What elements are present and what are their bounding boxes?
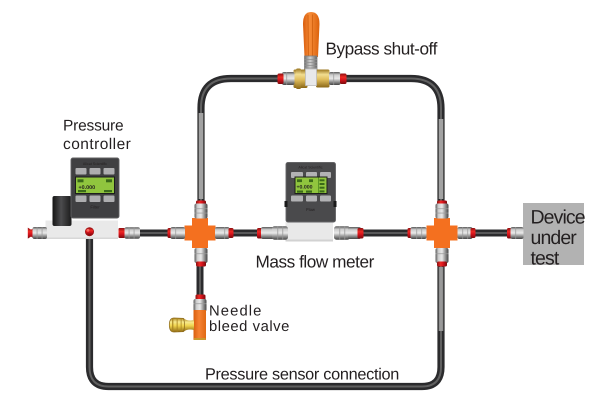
svg-text:Needle: Needle [209,303,263,319]
svg-text:Filter: Filter [90,205,100,210]
svg-text:Bypass shut-off: Bypass shut-off [326,39,438,59]
svg-text:+0.000: +0.000 [297,185,313,191]
svg-text:under: under [531,227,578,249]
svg-text:Pressure sensor connection: Pressure sensor connection [205,366,399,384]
svg-text:Alicat Scientific: Alicat Scientific [298,166,322,170]
svg-text:+0.000: +0.000 [79,185,96,191]
svg-text:Flow: Flow [306,207,316,212]
svg-text:test: test [531,248,560,270]
svg-text:bleed valve: bleed valve [209,319,290,335]
svg-text:Alicat Scientific: Alicat Scientific [83,162,107,166]
svg-text:Device: Device [531,207,585,229]
svg-text:Mass flow meter: Mass flow meter [256,252,375,272]
svg-text:Pressure: Pressure [63,118,123,135]
svg-text:controller: controller [63,136,131,153]
